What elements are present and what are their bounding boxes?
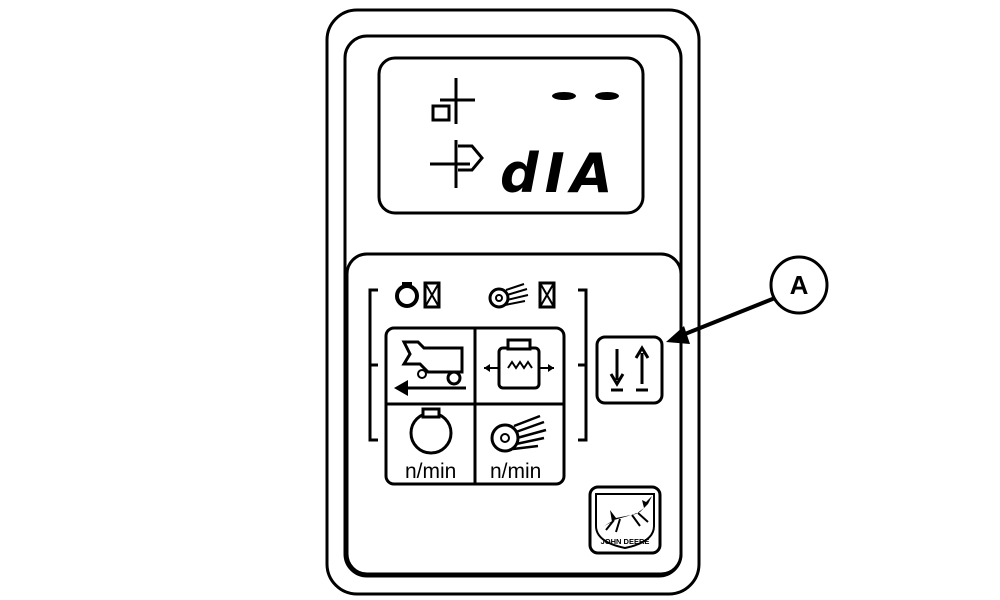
rotor-icon — [490, 414, 547, 453]
rotor-speed-unit: n/min — [490, 460, 541, 483]
up-down-arrows-icon — [609, 345, 650, 392]
engine-icon — [409, 407, 453, 455]
engine-speed-indicator-icon — [395, 281, 441, 309]
engine-speed-unit: n/min — [405, 460, 456, 483]
lcd-display: - - dIA — [377, 56, 645, 215]
tile-combine-ground-speed[interactable] — [388, 330, 474, 403]
tile-engine-speed[interactable]: n/min — [388, 406, 474, 483]
rotor-speed-indicator-icon — [488, 281, 556, 309]
field-marker-icon — [431, 78, 475, 124]
callout-label: A — [790, 270, 809, 300]
combine-reverse-icon — [394, 340, 466, 396]
up-down-button[interactable] — [595, 335, 664, 405]
deer-icon — [604, 496, 652, 533]
tile-grain-tank[interactable] — [476, 330, 562, 403]
tile-rotor-speed[interactable]: n/min — [476, 406, 562, 483]
lcd-code-text: dIA — [500, 142, 619, 205]
grain-tank-icon — [484, 338, 554, 390]
logo-brand-text: JOHN DEERE — [601, 537, 650, 546]
lcd-dashes: - - — [552, 92, 619, 100]
john-deere-logo: JOHN DEERE — [588, 485, 662, 555]
callout-a: A — [666, 255, 829, 344]
diagnostic-pointer-icon — [430, 140, 484, 188]
